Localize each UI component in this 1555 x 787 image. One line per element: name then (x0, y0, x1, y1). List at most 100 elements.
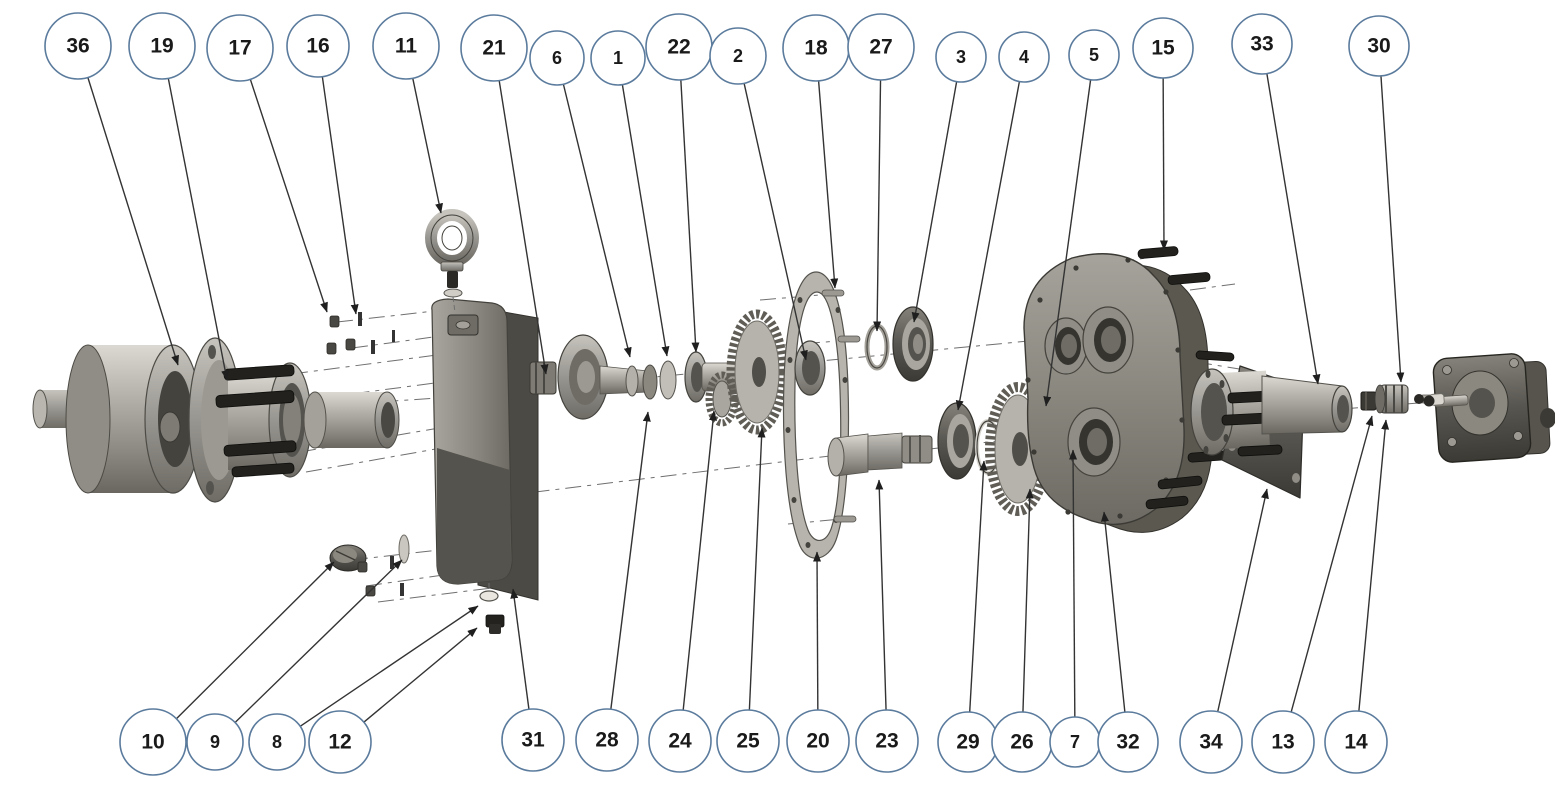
balloon-number-23: 23 (875, 730, 898, 753)
leader-line-1 (621, 84, 670, 357)
balloon-circle-5 (1068, 29, 1120, 81)
balloon-24: 24 (648, 410, 718, 773)
balloon-circle-9 (186, 713, 244, 771)
balloon-circle-34 (1179, 710, 1243, 774)
drain-plug (485, 614, 505, 634)
balloon-28: 28 (575, 411, 651, 772)
leader-line-5 (1043, 79, 1092, 407)
balloon-number-12: 12 (328, 731, 351, 754)
balloon-26: 26 (991, 488, 1053, 773)
balloon-31: 31 (501, 588, 565, 772)
leader-line-9 (234, 559, 403, 723)
balloon-7: 7 (1049, 449, 1101, 768)
balloon-number-33: 33 (1250, 33, 1273, 56)
balloon-circle-12 (308, 710, 372, 774)
leader-line-12 (363, 627, 478, 723)
balloon-circle-14 (1324, 710, 1388, 774)
balloon-33: 33 (1231, 13, 1321, 385)
lower-left-fasteners (329, 534, 410, 597)
leader-line-31 (510, 588, 530, 710)
balloon-number-22: 22 (667, 36, 690, 59)
leader-line-2 (743, 83, 808, 361)
balloon-circle-1 (590, 30, 646, 86)
balloon-number-16: 16 (306, 35, 329, 58)
balloon-circle-27 (847, 13, 915, 81)
balloon-30: 30 (1348, 15, 1410, 383)
balloon-circle-28 (575, 708, 639, 772)
leader-line-8 (299, 605, 479, 727)
leader-line-36 (87, 77, 179, 366)
balloon-circle-30 (1348, 15, 1410, 77)
balloon-number-1: 1 (613, 48, 623, 68)
spacer-sleeve (303, 391, 400, 449)
balloon-number-9: 9 (210, 732, 220, 752)
balloon-3: 3 (911, 31, 987, 323)
leader-line-32 (1101, 511, 1126, 713)
balloon-29: 29 (937, 460, 999, 773)
balloon-circle-33 (1231, 13, 1293, 75)
leader-line-17 (249, 79, 328, 313)
balloon-circle-25 (716, 709, 780, 773)
leader-line-3 (911, 81, 958, 323)
balloon-8: 8 (248, 605, 479, 771)
leader-line-22 (680, 79, 700, 353)
leader-line-11 (412, 78, 443, 214)
washer-6 (625, 365, 639, 397)
coupling-drum (32, 344, 202, 494)
balloon-15: 15 (1132, 17, 1194, 251)
balloon-number-10: 10 (141, 731, 164, 754)
balloon-circle-20 (786, 709, 850, 773)
balloon-36: 36 (44, 12, 179, 366)
balloon-21: 21 (460, 14, 549, 375)
balloon-circle-23 (855, 709, 919, 773)
balloon-circle-16 (286, 14, 350, 78)
balloon-number-17: 17 (228, 37, 251, 60)
breather-plug (329, 544, 367, 572)
ball-bearing-3 (892, 306, 934, 382)
balloon-number-4: 4 (1019, 47, 1029, 67)
hydraulic-pump (1423, 353, 1555, 463)
gearbox-housing (1023, 253, 1213, 533)
balloon-circle-11 (372, 12, 440, 80)
balloon-2: 2 (709, 27, 808, 361)
leader-line-10 (175, 561, 335, 720)
balloon-circle-8 (248, 713, 306, 771)
balloon-circle-3 (935, 31, 987, 83)
balloon-circle-6 (529, 30, 585, 86)
washer-28 (642, 364, 658, 400)
cover-gasket (782, 271, 861, 559)
balloon-27: 27 (847, 13, 915, 332)
balloon-circle-15 (1132, 17, 1194, 79)
balloon-number-34: 34 (1199, 731, 1223, 754)
balloon-number-27: 27 (869, 36, 892, 59)
balloon-14: 14 (1324, 419, 1390, 774)
balloon-circle-4 (998, 31, 1050, 83)
leader-line-4 (955, 81, 1021, 411)
leader-line-19 (167, 78, 230, 381)
housing-bolts (1137, 246, 1235, 510)
balloon-number-31: 31 (521, 729, 545, 752)
output-sleeve-33 (1261, 375, 1353, 435)
leader-line-14 (1358, 419, 1390, 712)
drain-washer (479, 590, 499, 602)
leader-line-29 (969, 460, 988, 713)
balloon-1: 1 (590, 30, 670, 357)
ring-1 (659, 360, 677, 400)
balloon-18: 18 (782, 14, 850, 289)
balloon-number-5: 5 (1089, 45, 1099, 65)
leader-line-15 (1159, 77, 1168, 251)
balloon-circle-10 (119, 708, 187, 776)
leader-line-7 (1069, 449, 1078, 718)
balloon-23: 23 (855, 479, 919, 773)
leader-line-20 (813, 551, 822, 711)
eye-bolt (425, 209, 479, 313)
ball-bearing-4 (937, 402, 977, 480)
leader-line-33 (1266, 73, 1321, 385)
balloon-circle-2 (709, 27, 767, 85)
leader-line-13 (1290, 415, 1374, 713)
balloon-number-29: 29 (956, 731, 979, 754)
balloon-16: 16 (286, 14, 359, 315)
